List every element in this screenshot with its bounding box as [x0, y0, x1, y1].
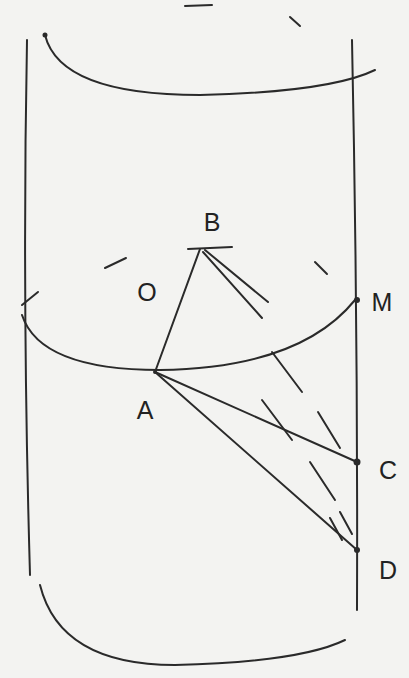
point-label: C	[379, 458, 397, 483]
segment-b	[205, 250, 268, 302]
section-ellipse-dash	[315, 262, 327, 274]
point-label: M	[372, 290, 393, 315]
point-label: A	[137, 398, 154, 423]
section-ellipse	[22, 300, 355, 370]
segment-ac	[155, 372, 357, 462]
point	[354, 547, 360, 553]
cylinder-side	[25, 40, 30, 575]
point-label: D	[379, 558, 397, 583]
segment-ab	[155, 249, 200, 372]
point	[153, 370, 157, 374]
top-ellipse-dash	[185, 5, 212, 6]
point	[354, 297, 360, 303]
segment-b	[203, 252, 262, 318]
top-ellipse-dash	[290, 17, 300, 26]
point	[354, 459, 361, 466]
dashed-segment	[272, 352, 340, 448]
section-ellipse-dash	[22, 292, 38, 305]
dashed-segment	[262, 400, 335, 500]
section-ellipse-dash	[105, 258, 126, 268]
tick-mark	[330, 512, 352, 540]
point	[44, 34, 47, 37]
segment-ad	[155, 372, 357, 550]
top-ellipse	[45, 35, 375, 95]
point-label: O	[137, 280, 156, 305]
bottom-ellipse	[40, 585, 345, 665]
cylinder-side	[352, 40, 357, 610]
tangent-tick	[188, 247, 232, 249]
point-label: B	[204, 210, 221, 235]
